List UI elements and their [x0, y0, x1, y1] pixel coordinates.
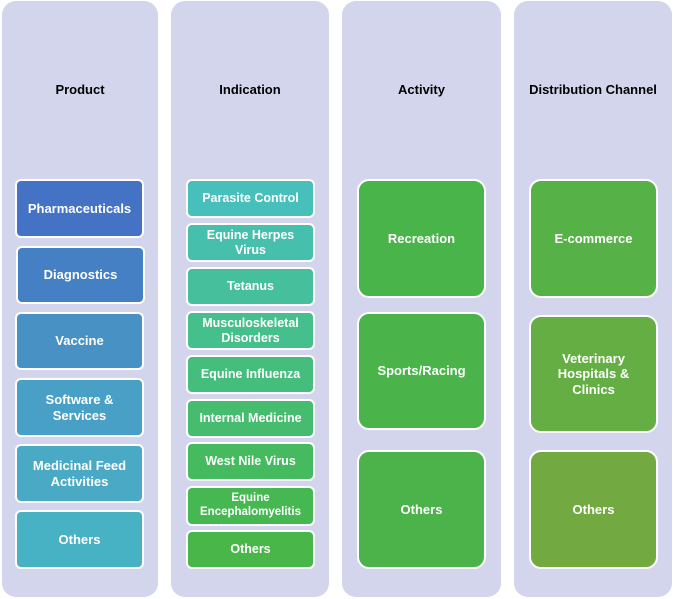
indication-item-equine-encephalomyelitis: Equine Encephalomyelitis [186, 486, 315, 526]
distribution-item-others: Others [529, 450, 658, 569]
activity-item-others: Others [357, 450, 486, 569]
product-item-software-services: Software & Services [15, 378, 144, 437]
indication-column-title: Indication [219, 82, 281, 97]
product-item-vaccine: Vaccine [15, 312, 144, 370]
indication-item-west-nile-virus: West Nile Virus [186, 442, 315, 481]
product-column-title: Product [55, 82, 105, 97]
product-item-diagnostics: Diagnostics [16, 246, 145, 304]
indication-item-others: Others [186, 530, 315, 569]
indication-item-tetanus: Tetanus [186, 267, 315, 306]
distribution-item-e-commerce: E-commerce [529, 179, 658, 298]
indication-item-equine-herpes-virus: Equine Herpes Virus [186, 223, 315, 262]
product-item-pharmaceuticals: Pharmaceuticals [15, 179, 144, 238]
indication-item-parasite-control: Parasite Control [186, 179, 315, 218]
activity-item-recreation: Recreation [357, 179, 486, 298]
distribution-item-veterinary-hospitals-clinics: Veterinary Hospitals & Clinics [529, 315, 658, 433]
product-item-medicinal-feed-activities: Medicinal Feed Activities [15, 444, 144, 503]
activity-column-title: Activity [398, 82, 445, 97]
product-item-others: Others [15, 510, 144, 569]
distribution-channel-column-title: Distribution Channel [529, 82, 657, 97]
indication-item-musculoskeletal-disorders: Musculoskeletal Disorders [186, 311, 315, 350]
indication-item-equine-influenza: Equine Influenza [186, 355, 315, 394]
activity-item-sports-racing: Sports/Racing [357, 312, 486, 430]
indication-item-internal-medicine: Internal Medicine [186, 399, 315, 438]
